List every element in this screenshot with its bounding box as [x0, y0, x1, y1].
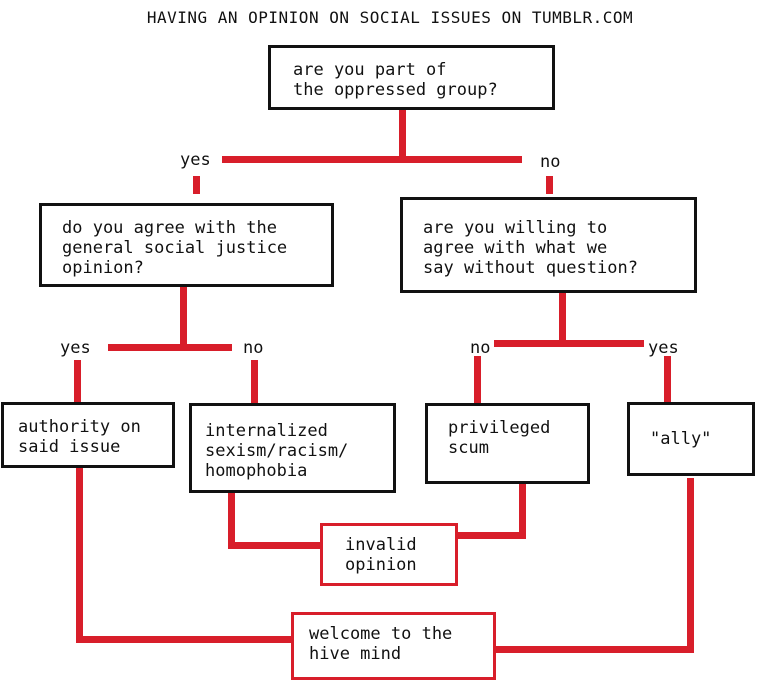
- connector-root-stem: [399, 108, 406, 160]
- node-privileged: privileged scum: [425, 403, 590, 484]
- edge-label-root-yes: yes: [180, 150, 211, 170]
- connector-agree-yes-drop: [74, 360, 81, 402]
- connector-ally-across: [494, 646, 694, 653]
- diagram-title: HAVING AN OPINION ON SOCIAL ISSUES ON TU…: [146, 8, 634, 27]
- connector-root-bar: [222, 156, 522, 163]
- node-oppressed-group: are you part of the oppressed group?: [268, 45, 555, 110]
- edge-label-agree-yes: yes: [60, 338, 91, 358]
- connector-privileged-across: [457, 532, 526, 539]
- connector-ally-down: [687, 478, 694, 653]
- node-agree-opinion: do you agree with the general social jus…: [39, 203, 334, 287]
- node-willing-agree: are you willing to agree with what we sa…: [400, 197, 697, 293]
- node-hive-mind: welcome to the hive mind: [291, 612, 496, 680]
- connector-willing-stem: [559, 292, 566, 342]
- edge-label-willing-yes: yes: [648, 338, 679, 358]
- connector-internalized-across: [228, 542, 324, 549]
- node-authority: authority on said issue: [1, 402, 175, 468]
- connector-agree-no-drop: [251, 360, 258, 404]
- connector-agree-stem: [180, 285, 187, 348]
- connector-willing-bar: [494, 340, 644, 347]
- node-internalized: internalized sexism/racism/ homophobia: [189, 403, 396, 493]
- connector-willing-yes-drop: [664, 356, 671, 402]
- connector-privileged-down: [519, 482, 526, 538]
- connector-agree-bar: [108, 344, 232, 351]
- connector-no-stub: [546, 176, 553, 194]
- connector-internalized-down: [228, 492, 235, 548]
- connector-authority-down: [76, 466, 83, 642]
- node-ally: "ally": [627, 402, 755, 476]
- edge-label-root-no: no: [540, 152, 561, 172]
- edge-label-agree-no: no: [243, 338, 264, 358]
- edge-label-willing-no: no: [470, 338, 491, 358]
- connector-authority-across: [76, 636, 294, 643]
- connector-willing-no-drop: [474, 356, 481, 404]
- node-invalid-opinion: invalid opinion: [320, 523, 458, 586]
- connector-yes-stub: [193, 176, 200, 194]
